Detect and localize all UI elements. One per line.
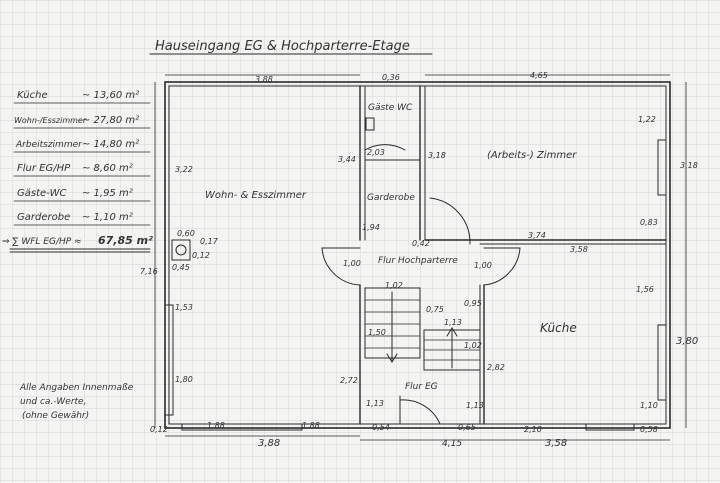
- dim-label: 0,17: [200, 237, 219, 246]
- dim-label: 4,15: [442, 439, 462, 449]
- area-room: Flur EG/HP: [17, 163, 71, 174]
- room-label-arbeit: (Arbeits-) Zimmer: [487, 150, 577, 161]
- dim-label: 1,13: [366, 399, 384, 408]
- area-value: ~ 1,95 m²: [82, 188, 133, 199]
- dim-label: 2,10: [524, 425, 542, 434]
- outer-wall: [164, 81, 671, 429]
- dim-label: 7,16: [140, 267, 158, 276]
- note: Alle Angaben Innenmaße und ca.-Werte, (o…: [19, 383, 134, 421]
- dim-label: 0,42: [412, 239, 430, 248]
- chimney: [171, 239, 191, 261]
- dim-label: 1,56: [636, 285, 654, 294]
- dim-label: 0,12: [150, 425, 168, 434]
- wc-fixture: [365, 117, 375, 131]
- dim-label: 0,45: [172, 263, 190, 272]
- dim-label: 3,74: [528, 231, 546, 240]
- total-value: 67,85 m²: [98, 234, 153, 247]
- doors: [321, 144, 521, 425]
- area-room: Wohn-/Esszimmer: [14, 116, 87, 125]
- dim-label: 1,94: [362, 223, 380, 232]
- outer-wall-inner: [168, 85, 667, 425]
- dim-label: 1,00: [343, 259, 361, 268]
- note-line: (ohne Gewähr): [22, 411, 89, 421]
- room-label-gaeste: Gäste WC: [368, 103, 413, 113]
- area-value: ~ 13,60 m²: [82, 90, 139, 101]
- dim-label: 0,58: [640, 425, 658, 434]
- note-line: und ca.-Werte,: [20, 397, 86, 407]
- dim-label: 0,75: [426, 305, 444, 314]
- dim-label: 1,10: [640, 401, 658, 410]
- dim-label: 1,13: [466, 401, 484, 410]
- area-list: Küche ~ 13,60 m² Wohn-/Esszimmer ~ 27,80…: [2, 90, 153, 253]
- door-swing: [429, 197, 471, 245]
- dim-label: 0,83: [640, 218, 658, 227]
- area-value: ~ 27,80 m²: [82, 115, 139, 126]
- room-labels: Wohn- & Esszimmer Gäste WC Garderobe (Ar…: [205, 103, 577, 392]
- dim-label: 1,53: [175, 303, 193, 312]
- dim-label: 1,02: [385, 281, 403, 290]
- dim-label: 0,36: [382, 73, 400, 82]
- dimension-lines: [154, 74, 687, 441]
- stair-arrow-head: [386, 353, 398, 363]
- dim-label: 3,58: [545, 438, 567, 449]
- dim-label: 0,95: [464, 299, 482, 308]
- door-swing: [483, 247, 521, 286]
- dim-label: 3,80: [676, 336, 698, 347]
- dim-label: 1,88: [302, 421, 320, 430]
- dim-label: 3,18: [428, 151, 446, 160]
- dim-label: 3,44: [338, 155, 356, 164]
- dim-label: 1,02: [464, 341, 482, 350]
- dim-label: 3,58: [570, 245, 588, 254]
- chimney-flue: [175, 244, 187, 256]
- dimension-labels: 3,88 0,36 4,65 1,22 3,18 3,22 3,44 2,03 …: [140, 71, 698, 449]
- stair-arrow-head: [446, 327, 458, 337]
- window: [164, 304, 174, 416]
- area-room: Gäste-WC: [17, 188, 66, 199]
- note-line: Alle Angaben Innenmaße: [19, 383, 134, 393]
- room-label-flur-hp: Flur Hochparterre: [378, 256, 458, 266]
- area-room: Küche: [17, 90, 48, 101]
- window: [657, 139, 667, 196]
- dim-label: 0,60: [177, 229, 195, 238]
- dim-label: 2,03: [367, 148, 385, 157]
- dim-label: 1,22: [638, 115, 656, 124]
- window: [585, 423, 635, 431]
- dim-label: 0,12: [192, 251, 210, 260]
- dim-label: 4,65: [530, 71, 548, 80]
- dim-label: 1,13: [444, 318, 462, 327]
- window: [181, 423, 303, 431]
- dim-label: 3,88: [258, 438, 280, 449]
- door-swing: [399, 399, 441, 425]
- area-value: ~ 1,10 m²: [82, 212, 133, 223]
- dim-label: 1,00: [474, 261, 492, 270]
- area-value: ~ 14,80 m²: [82, 139, 139, 150]
- dim-label: 1,50: [368, 328, 386, 337]
- dim-label: 0,54: [372, 423, 390, 432]
- door-swing: [364, 144, 406, 151]
- dim-label: 3,88: [255, 75, 273, 84]
- dim-label: 2,82: [487, 363, 505, 372]
- dim-label: 1,88: [207, 421, 225, 430]
- plan-title: Hauseingang EG & Hochparterre-Etage: [155, 39, 410, 54]
- room-label-wohn: Wohn- & Esszimmer: [205, 190, 307, 201]
- dim-label: 2,72: [340, 376, 358, 385]
- dim-label: 3,22: [175, 165, 193, 174]
- staircase: [364, 287, 481, 371]
- total-prefix: ⇒ ∑ WFL EG/HP ≈: [2, 237, 82, 247]
- dim-label: 0,65: [458, 423, 476, 432]
- room-label-kueche: Küche: [540, 321, 577, 335]
- area-room: Garderobe: [17, 212, 70, 223]
- area-room: Arbeitszimmer: [15, 140, 83, 150]
- dim-label: 3,18: [680, 161, 698, 170]
- area-value: ~ 8,60 m²: [82, 163, 133, 174]
- room-label-garderobe: Garderobe: [367, 193, 415, 203]
- window: [657, 324, 667, 401]
- door-swing: [321, 247, 361, 286]
- room-label-flur-eg: Flur EG: [405, 382, 438, 392]
- dim-label: 1,80: [175, 375, 193, 384]
